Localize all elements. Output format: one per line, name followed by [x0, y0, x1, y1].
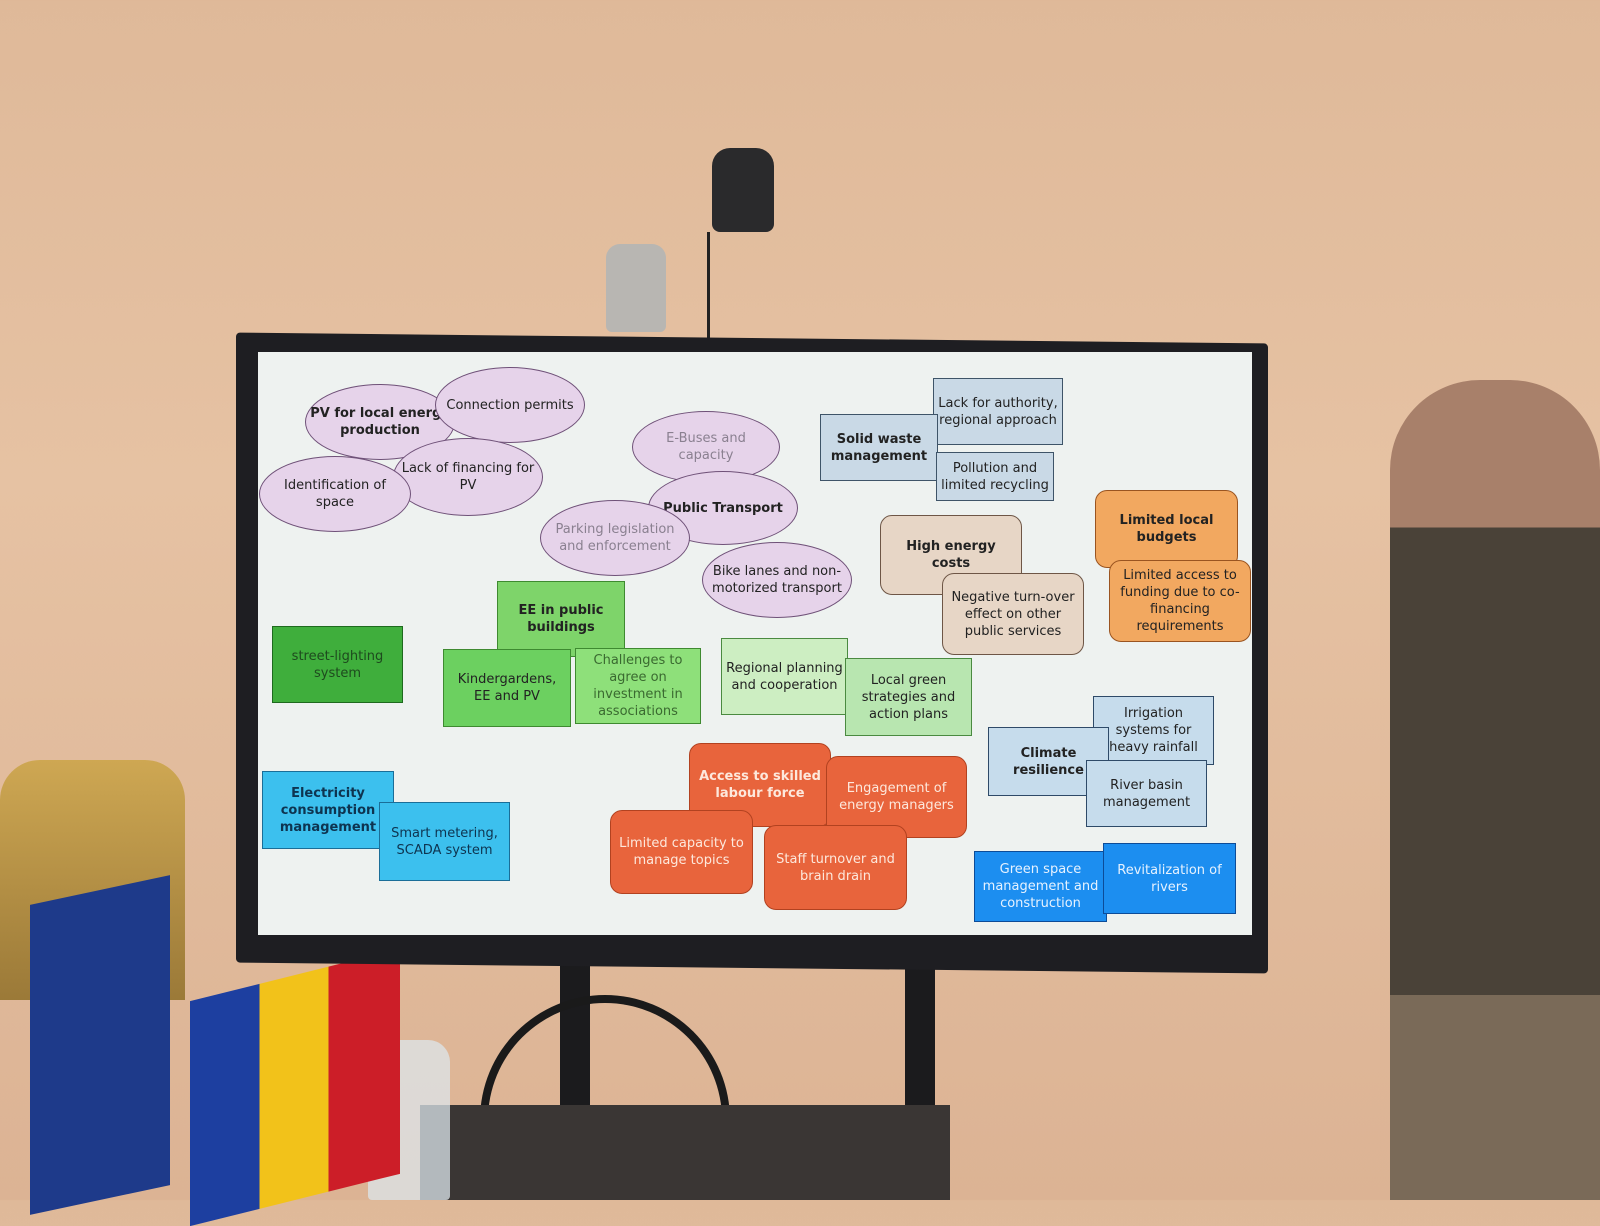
ellipse-node: Parking legislation and enforcement [540, 500, 690, 576]
box-node: Limited access to funding due to co-fina… [1109, 560, 1251, 642]
ptz-camera-top [712, 148, 774, 232]
box-node: Access to skilled labour force [689, 743, 831, 827]
box-node: Kindergardens, EE and PV [443, 649, 571, 727]
ellipse-node: Identification of space [259, 456, 411, 532]
box-node: Engagement of energy managers [826, 756, 967, 838]
ellipse-node: Bike lanes and non-motorized transport [702, 542, 852, 618]
box-node: Limited capacity to manage topics [610, 810, 753, 894]
box-node: Negative turn-over effect on other publi… [942, 573, 1084, 655]
flag-eu [30, 875, 170, 1215]
camera-cable [707, 232, 710, 344]
box-node: Smart metering, SCADA system [379, 802, 510, 881]
box-node: River basin management [1086, 760, 1207, 827]
table [420, 1105, 950, 1200]
box-node: Limited local budgets [1095, 490, 1238, 568]
box-node: Lack for authority, regional approach [933, 378, 1063, 445]
box-node: Local green strategies and action plans [845, 658, 972, 736]
box-node: Staff turnover and brain drain [764, 825, 907, 910]
ellipse-node: Lack of financing for PV [393, 438, 543, 516]
box-node: Revitalization of rivers [1103, 843, 1236, 914]
box-node: Pollution and limited recycling [936, 452, 1054, 501]
box-node: Electricity consumption management [262, 771, 394, 849]
box-node: Challenges to agree on investment in ass… [575, 648, 701, 724]
ellipse-node: PV for local energy production [305, 384, 455, 460]
box-node: Regional planning and cooperation [721, 638, 848, 715]
box-node: Irrigation systems for heavy rainfall [1093, 696, 1214, 765]
box-node: street-lighting system [272, 626, 403, 703]
box-node: Solid waste management [820, 414, 938, 481]
presenter [1390, 380, 1600, 1200]
box-node: Green space management and construction [974, 851, 1107, 922]
screen-stand [905, 960, 935, 1110]
box-node: EE in public buildings [497, 581, 625, 657]
ptz-camera-small [606, 244, 666, 332]
ellipse-node: Connection permits [435, 367, 585, 443]
